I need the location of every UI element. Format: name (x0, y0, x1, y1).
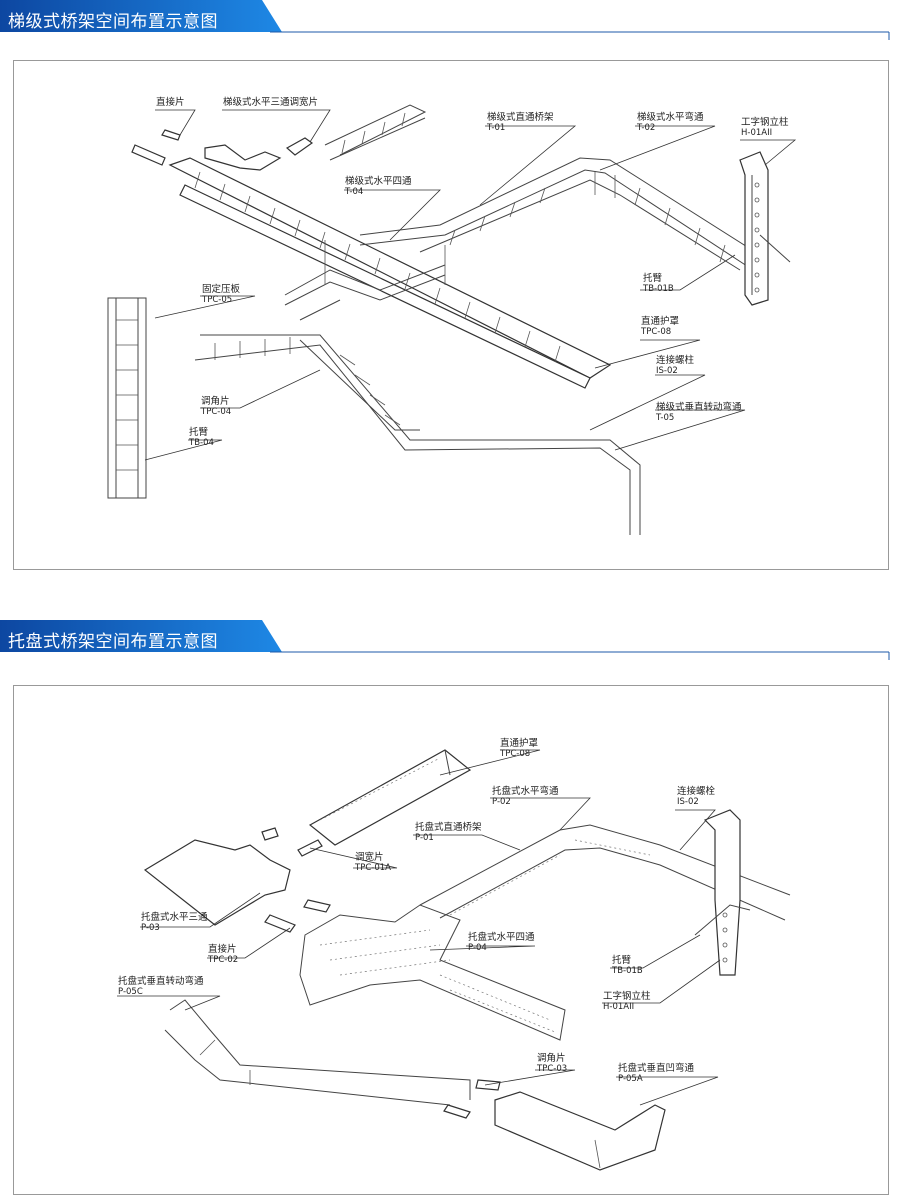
i-beam-column (739, 151, 791, 306)
ladder-tray-diagram (107, 104, 797, 535)
ladder-straight-tray (168, 157, 612, 389)
section2-header-bar (0, 620, 890, 660)
section2-title: 托盘式桥架空间布置示意图 (8, 632, 218, 652)
section2-header: 托盘式桥架空间布置示意图 (0, 620, 900, 660)
ladder-vertical-bend (194, 334, 641, 535)
ladder-three-way-adjuster (131, 104, 427, 171)
tray-vertical-rotate-bend (164, 999, 471, 1106)
tray-three-way (143, 839, 291, 926)
tray-angle-plates (443, 1079, 501, 1119)
section2-leaders (117, 749, 721, 1106)
tray-vertical-concave-bend (494, 1091, 666, 1171)
ladder-vertical-tray (107, 297, 147, 499)
section1-header-bar (0, 0, 890, 40)
section1-header: 梯级式桥架空间布置示意图 (0, 0, 900, 40)
tray-i-beam-column (694, 809, 751, 976)
tray-four-way (299, 904, 566, 1041)
label-ladder-three-way-adjuster: 梯级式水平三通调宽片 (223, 97, 319, 108)
section1-title: 梯级式桥架空间布置示意图 (8, 12, 218, 32)
ladder-four-way (284, 240, 446, 321)
tray-straight-cover (308, 749, 472, 846)
label-direct-plate: 直接片 (156, 97, 185, 108)
ladder-horizontal-bend (359, 157, 761, 271)
tray-horizontal-bend (419, 824, 791, 921)
section1-leaders (144, 109, 797, 461)
